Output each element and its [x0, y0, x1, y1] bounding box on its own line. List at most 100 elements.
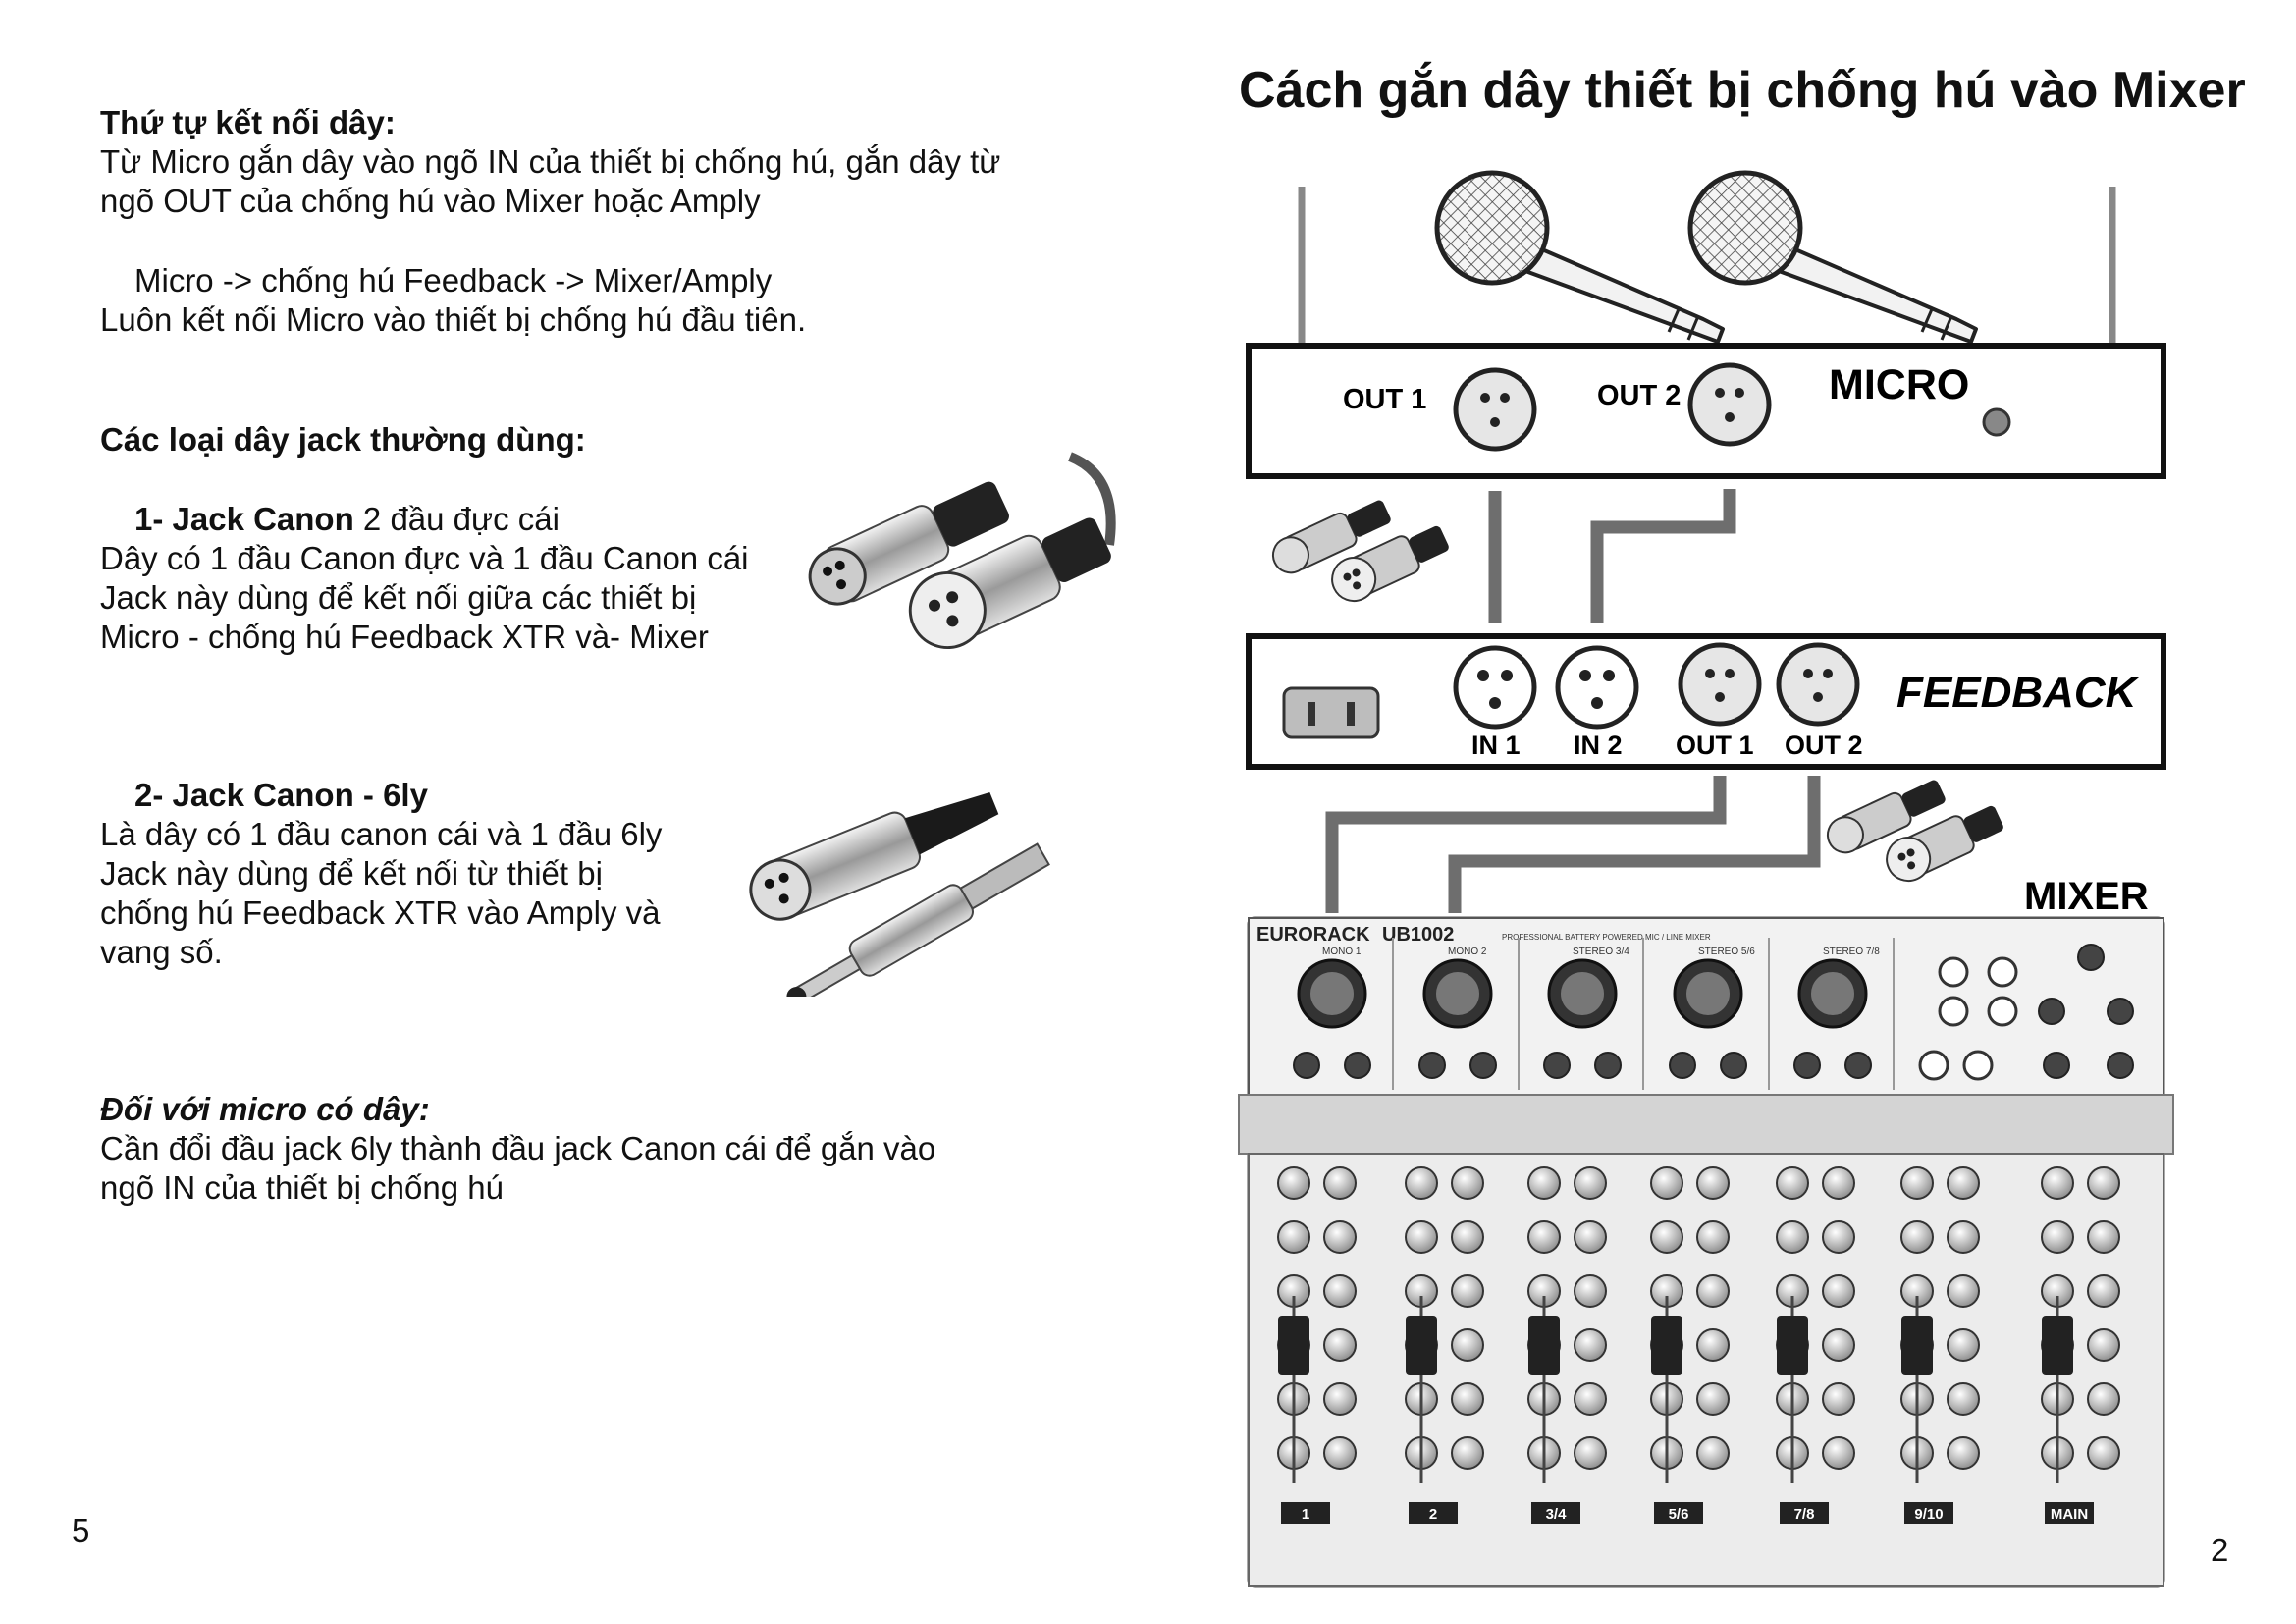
rotary-knob — [1324, 1221, 1356, 1253]
output-jack — [2039, 999, 2064, 1024]
fader-cap — [1406, 1316, 1437, 1375]
line-input-jack — [1294, 1053, 1319, 1078]
insert-jack — [1721, 1053, 1746, 1078]
rotary-knob — [1324, 1167, 1356, 1199]
microphone-icon — [1437, 173, 1723, 342]
fader-cap — [1777, 1316, 1808, 1375]
rotary-knob — [1278, 1167, 1309, 1199]
rotary-knob — [1452, 1383, 1483, 1415]
mixer-channel-top-label: MONO 1 — [1322, 947, 1362, 957]
rotary-knob — [1651, 1221, 1682, 1253]
rotary-knob — [2088, 1383, 2119, 1415]
fader-cap — [1651, 1316, 1682, 1375]
rotary-knob — [2088, 1221, 2119, 1253]
rca-jack — [1920, 1052, 1948, 1079]
rotary-knob — [1697, 1383, 1729, 1415]
micro-out1-xlr-jack — [1456, 370, 1534, 449]
line-input-jack — [1670, 1053, 1695, 1078]
feedback-out1-xlr-jack — [1681, 645, 1759, 724]
xlr-input-jack-inner — [1561, 972, 1604, 1015]
rotary-knob — [1278, 1221, 1309, 1253]
rca-jack — [1940, 998, 1967, 1025]
rotary-knob — [1528, 1167, 1560, 1199]
xlr-input-jack-inner — [1310, 972, 1354, 1015]
rotary-knob — [1324, 1275, 1356, 1307]
rotary-knob — [1324, 1383, 1356, 1415]
channel-number-label: 3/4 — [1546, 1506, 1568, 1523]
cable-feedback-out2-to-mixer-ch2 — [1455, 776, 1814, 913]
output-jack — [2044, 1053, 2069, 1078]
rotary-knob — [2088, 1329, 2119, 1361]
rotary-knob — [1948, 1437, 1979, 1469]
rotary-knob — [1948, 1329, 1979, 1361]
micro-label: MICRO — [1829, 361, 1969, 408]
output-jack — [2078, 945, 2104, 970]
rotary-knob — [1901, 1221, 1933, 1253]
channel-number-label: 1 — [1302, 1506, 1309, 1523]
rotary-knob — [1452, 1221, 1483, 1253]
rotary-knob — [1948, 1221, 1979, 1253]
mixer-channel-top-label: STEREO 5/6 — [1698, 947, 1755, 957]
line-input-jack — [1419, 1053, 1445, 1078]
feedback-in2-xlr-jack — [1558, 648, 1636, 727]
fader-cap — [2042, 1316, 2073, 1375]
channel-number-label: 5/6 — [1669, 1506, 1689, 1523]
mixer-subtitle: PROFESSIONAL BATTERY POWERED MIC / LINE … — [1502, 933, 1711, 942]
channel-number-label: 9/10 — [1914, 1506, 1943, 1523]
rca-jack — [1989, 998, 2016, 1025]
rotary-knob — [1777, 1167, 1808, 1199]
rotary-knob — [2088, 1437, 2119, 1469]
mixer-brand: EURORACK — [1256, 924, 1370, 946]
mixer-channel-top-label: MONO 2 — [1448, 947, 1487, 957]
rotary-knob — [1948, 1167, 1979, 1199]
rca-jack — [1940, 958, 1967, 986]
rca-jack — [1964, 1052, 1992, 1079]
rotary-knob — [1823, 1167, 1854, 1199]
micro-power-led — [1984, 409, 2009, 435]
line-input-jack — [1544, 1053, 1570, 1078]
rotary-knob — [1901, 1167, 1933, 1199]
insert-jack — [1470, 1053, 1496, 1078]
fader-cap — [1278, 1316, 1309, 1375]
feedback-label: FEEDBACK — [1896, 669, 2140, 717]
rotary-knob — [1697, 1275, 1729, 1307]
rotary-knob — [1575, 1167, 1606, 1199]
power-socket-icon — [1284, 688, 1378, 737]
feedback-out2-xlr-jack — [1779, 645, 1857, 724]
rotary-knob — [1324, 1437, 1356, 1469]
feedback-in1-xlr-jack — [1456, 648, 1534, 727]
rotary-knob — [1575, 1329, 1606, 1361]
micro-out2-xlr-jack — [1690, 365, 1769, 444]
fader-cap — [1901, 1316, 1933, 1375]
rotary-knob — [1823, 1221, 1854, 1253]
rotary-knob — [1823, 1329, 1854, 1361]
xlr-connector-pair-icon — [1267, 494, 1454, 608]
cable-micro-out2-to-feedback-in2 — [1597, 489, 1730, 623]
rotary-knob — [1575, 1221, 1606, 1253]
xlr-connector-pair-icon — [1822, 774, 2008, 888]
rotary-knob — [1697, 1221, 1729, 1253]
rotary-knob — [1823, 1437, 1854, 1469]
xlr-input-jack-inner — [1686, 972, 1730, 1015]
mixer-channel-top-label: STEREO 7/8 — [1823, 947, 1880, 957]
microphone-icon — [1690, 173, 1976, 342]
rotary-knob — [2042, 1221, 2073, 1253]
rotary-knob — [1697, 1167, 1729, 1199]
micro-out1-label: OUT 1 — [1343, 384, 1426, 415]
rotary-knob — [1823, 1383, 1854, 1415]
channel-number-label: 2 — [1429, 1506, 1437, 1523]
insert-jack — [1845, 1053, 1871, 1078]
rotary-knob — [1697, 1437, 1729, 1469]
rotary-knob — [1452, 1167, 1483, 1199]
fader-cap — [1528, 1316, 1560, 1375]
rotary-knob — [1406, 1221, 1437, 1253]
output-jack — [2108, 999, 2133, 1024]
rotary-knob — [1575, 1437, 1606, 1469]
insert-jack — [1595, 1053, 1621, 1078]
rotary-knob — [1575, 1383, 1606, 1415]
feedback-in2-label: IN 2 — [1574, 731, 1623, 760]
rotary-knob — [1528, 1221, 1560, 1253]
channel-number-label: MAIN — [2051, 1506, 2088, 1523]
rotary-knob — [1697, 1329, 1729, 1361]
